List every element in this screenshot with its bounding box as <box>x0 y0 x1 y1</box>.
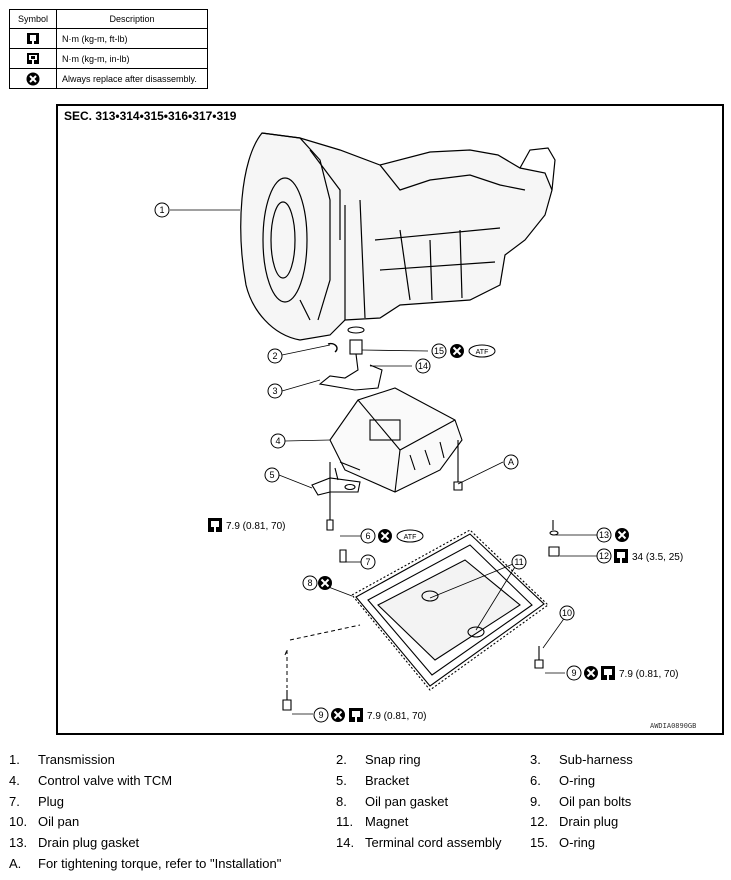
svg-text:5: 5 <box>269 470 274 480</box>
svg-text:12: 12 <box>599 551 609 561</box>
callout: A <box>503 454 519 470</box>
callout: 3 <box>267 383 283 399</box>
svg-text:8: 8 <box>307 578 312 588</box>
callout: 10 <box>559 605 575 621</box>
svg-text:11: 11 <box>514 557 523 567</box>
svg-text:7: 7 <box>365 557 370 567</box>
svg-text:ATF: ATF <box>404 534 417 541</box>
torque-oil-pan-bottom: 7.9 (0.81, 70) <box>367 711 426 722</box>
torque-oil-pan-right: 7.9 (0.81, 70) <box>619 669 678 680</box>
bolts <box>326 440 463 563</box>
diagram-frame <box>56 104 724 735</box>
callout: 4 <box>270 433 286 449</box>
torque-inlb-icon <box>27 53 39 65</box>
callout: 6 <box>360 528 376 544</box>
oil-pan-bolts <box>282 646 544 711</box>
torque-control-valve: 7.9 (0.81, 70) <box>226 521 285 532</box>
svg-text:3: 3 <box>272 386 277 396</box>
svg-text:10: 10 <box>562 608 572 618</box>
symbol-description: Always replace after disassembly. <box>56 68 208 89</box>
atf-icon: ATF ATF <box>396 344 496 543</box>
svg-text:ATF: ATF <box>476 349 489 356</box>
svg-text:15: 15 <box>434 346 444 356</box>
callout: 12 <box>596 548 612 564</box>
torque-drain-plug: 34 (3.5, 25) <box>632 552 683 563</box>
svg-text:13: 13 <box>599 530 609 540</box>
drain-plug <box>548 520 560 557</box>
image-code: AWDIA0890GB <box>650 722 697 730</box>
callout: 7 <box>360 554 376 570</box>
callout: 11 <box>511 554 527 570</box>
callout: 14 <box>415 358 431 374</box>
torque-values: 7.9 (0.81, 70) 34 (3.5, 25) 7.9 (0.81, 7… <box>226 521 683 722</box>
torque-ftlb-icon <box>27 33 39 45</box>
transmission <box>240 132 556 341</box>
callout: 15 <box>431 343 447 359</box>
section-title: SEC. 313•314•315•316•317•319 <box>64 109 237 123</box>
svg-text:9: 9 <box>571 668 576 678</box>
svg-text:6: 6 <box>365 531 370 541</box>
replace-icon <box>26 72 40 85</box>
svg-text:1: 1 <box>159 205 164 215</box>
svg-text:A: A <box>508 457 514 467</box>
svg-text:14: 14 <box>418 361 428 371</box>
oil-pan <box>351 529 549 691</box>
callout: 2 <box>267 348 283 364</box>
callout: 9 <box>566 665 582 681</box>
symbol-table: Symbol Description N·m (kg-m, ft-lb) N·m… <box>9 9 208 89</box>
svg-text:4: 4 <box>275 436 280 446</box>
svg-text:2: 2 <box>272 351 277 361</box>
callout: 13 <box>596 527 612 543</box>
terminal-cord-assembly <box>318 326 383 391</box>
callout: 8 <box>302 575 318 591</box>
svg-text:9: 9 <box>318 710 323 720</box>
callout: 1 <box>154 202 170 218</box>
bracket <box>311 477 361 496</box>
control-valve <box>329 387 463 493</box>
callout: 9 <box>313 707 329 723</box>
callout: 5 <box>264 467 280 483</box>
callouts: 1 2 3 4 5 6 7 8 9 9 10 11 12 13 14 15 A <box>154 202 612 723</box>
